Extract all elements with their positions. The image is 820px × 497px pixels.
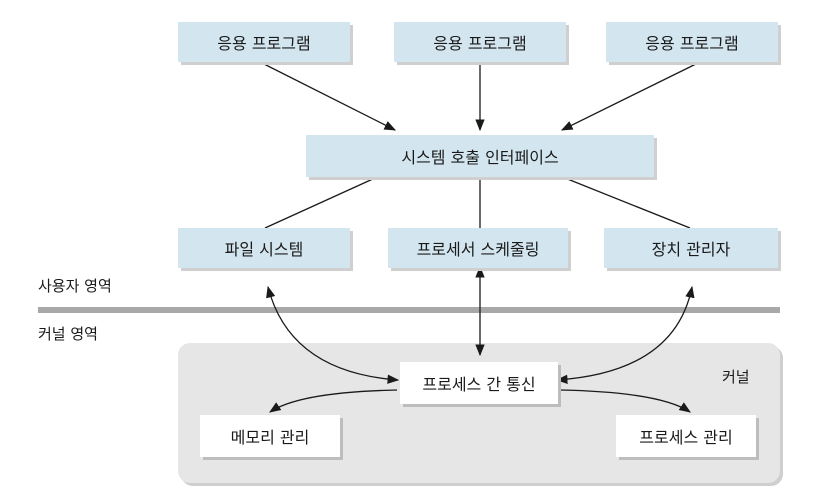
arrow-dev-ipc [555,285,695,384]
process-scheduling-box: 프로세서 스케줄링 [388,228,568,268]
process-management-box: 프로세스 관리 [616,415,756,457]
line-syscall-to-fs [264,177,376,229]
kernel-label: 커널 [722,368,750,386]
application-label: 응용 프로그램 [217,34,311,53]
arrow-ipc-to-memory [269,389,398,413]
kernel-region-label: 커널 영역 [38,325,98,343]
application-box: 응용 프로그램 [178,22,350,62]
user-region-label: 사용자 영역 [38,277,112,295]
arrow-app3-to-syscall [560,61,701,131]
arrow-ipc-to-process [559,389,691,413]
memory-management-box: 메모리 관리 [200,415,340,457]
application-box: 응용 프로그램 [394,22,566,62]
process-scheduling-label: 프로세서 스케줄링 [416,240,540,259]
device-manager-label: 장치 관리자 [651,240,731,259]
ipc-box: 프로세스 간 통신 [400,362,558,404]
device-manager-box: 장치 관리자 [604,228,778,268]
memory-management-label: 메모리 관리 [230,428,310,447]
application-label: 응용 프로그램 [433,34,527,53]
user-kernel-divider [38,307,780,313]
file-system-box: 파일 시스템 [178,228,350,268]
process-management-label: 프로세스 관리 [639,428,733,447]
ipc-label: 프로세스 간 통신 [422,375,536,394]
arrow-app1-to-syscall [259,61,397,131]
file-system-label: 파일 시스템 [224,240,304,259]
system-call-interface-label: 시스템 호출 인터페이스 [401,148,559,167]
application-label: 응용 프로그램 [645,34,739,53]
application-box: 응용 프로그램 [606,22,778,62]
system-call-interface-box: 시스템 호출 인터페이스 [306,135,654,177]
line-syscall-to-dev [564,177,691,229]
arrow-fs-ipc [266,285,400,384]
